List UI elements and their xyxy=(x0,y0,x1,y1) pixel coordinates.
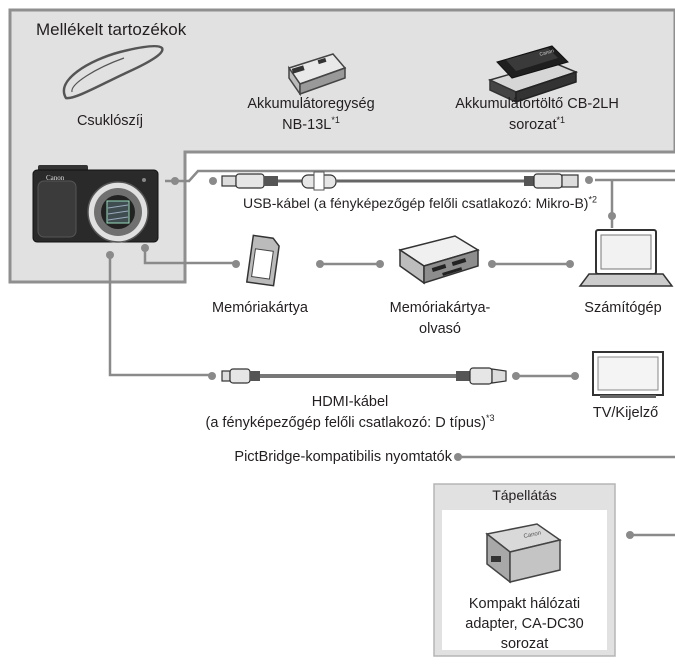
usb-cable-text: USB-kábel (a fényképezőgép felőli csatla… xyxy=(242,195,589,211)
included-accessories-title: Mellékelt tartozékok xyxy=(36,20,187,39)
ac-adapter-line3: sorozat xyxy=(500,636,549,652)
usb-cable-icon xyxy=(221,171,579,191)
connection-dots xyxy=(106,176,634,539)
hdmi-cable-label: HDMI-kábel (a fényképezőgép felőli csatl… xyxy=(180,392,520,434)
tv-label: TV/Kijelző xyxy=(578,403,673,424)
memory-card-icon xyxy=(245,234,280,287)
card-reader-line1: Memóriakártya- xyxy=(389,300,491,316)
card-reader-label: Memóriakártya- olvasó xyxy=(370,298,510,340)
printers-text: PictBridge-kompatibilis nyomtatók xyxy=(234,449,452,465)
ac-adapter-line2: adapter, CA-DC30 xyxy=(465,616,584,632)
battery-footnote: *1 xyxy=(331,115,340,126)
camera-brand-text: Canon xyxy=(46,174,65,182)
computer-label: Számítógép xyxy=(574,298,672,319)
battery-label-line1: Akkumulátoregység xyxy=(247,96,375,112)
battery-label-line2: NB-13L xyxy=(282,117,332,133)
power-supply-title: Tápellátás xyxy=(434,485,615,506)
charger-label: Akkumulátortöltő CB-2LH sorozat*1 xyxy=(422,94,652,136)
charger-footnote: *1 xyxy=(556,115,566,126)
usb-cable-label: USB-kábel (a fényképezőgép felőli csatla… xyxy=(200,193,640,214)
wrist-strap-text: Csuklószíj xyxy=(76,113,144,129)
memory-card-text: Memóriakártya xyxy=(212,300,308,316)
hdmi-label-line1: HDMI-kábel xyxy=(311,394,389,410)
battery-icon xyxy=(287,53,347,97)
charger-brand-text: Canon xyxy=(539,48,555,58)
connection-lines xyxy=(108,169,675,537)
charger-label-line2: sorozat xyxy=(508,117,557,133)
camera-icon: Canon xyxy=(32,165,159,243)
ac-adapter-icon: Canon xyxy=(485,523,562,584)
ac-adapter-line1: Kompakt hálózati xyxy=(468,596,581,612)
power-supply-title-text: Tápellátás xyxy=(492,487,557,503)
memory-card-label: Memóriakártya xyxy=(195,298,325,319)
card-reader-line2: olvasó xyxy=(419,321,461,337)
hdmi-cable-icon xyxy=(221,367,507,385)
wrist-strap-label: Csuklószíj xyxy=(50,111,170,132)
wrist-strap-icon xyxy=(62,44,164,100)
charger-label-line1: Akkumulátortöltő CB-2LH xyxy=(455,96,619,112)
hdmi-label-line2: (a fényképezőgép felőli csatlakozó: D tí… xyxy=(205,415,486,431)
adapter-brand-text: Canon xyxy=(523,530,542,540)
laptop-icon xyxy=(578,229,674,287)
printers-label: PictBridge-kompatibilis nyomtatók xyxy=(208,447,452,468)
tv-monitor-icon xyxy=(592,351,664,398)
hdmi-footnote: *3 xyxy=(485,413,495,424)
battery-label: Akkumulátoregység NB-13L*1 xyxy=(226,94,396,136)
card-reader-icon xyxy=(398,235,480,285)
computer-text: Számítógép xyxy=(584,300,662,316)
usb-footnote: *2 xyxy=(588,194,597,205)
tv-text: TV/Kijelző xyxy=(592,405,659,421)
battery-charger-icon: Canon xyxy=(487,45,579,104)
ac-adapter-label: Kompakt hálózati adapter, CA-DC30 soroza… xyxy=(442,594,607,654)
